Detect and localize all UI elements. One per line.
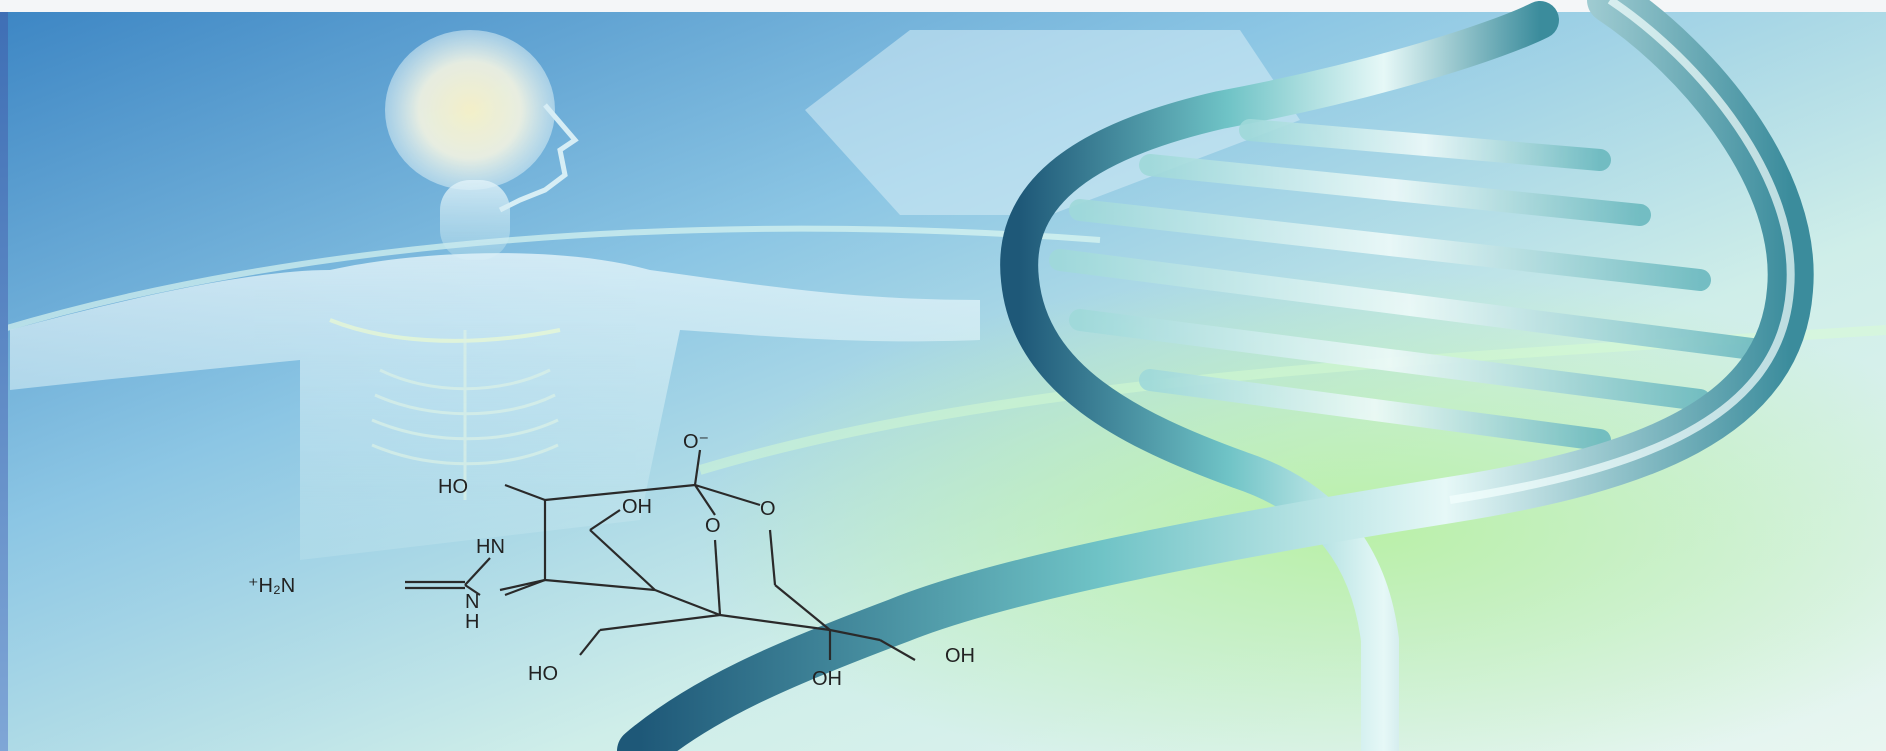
label-ho-top: HO — [438, 476, 468, 498]
label-hn: HN — [476, 536, 505, 558]
torso-and-arms — [10, 253, 980, 560]
label-oh-mid: OH — [622, 496, 652, 518]
light-streak-1 — [0, 225, 1101, 333]
face-profile — [498, 103, 579, 213]
label-h2n-plus: ⁺H₂N — [248, 575, 295, 597]
human-figure — [10, 30, 980, 560]
label-o-minus: O⁻ — [683, 431, 709, 453]
dna-helix — [617, 0, 1814, 751]
label-o-ring2: O — [760, 498, 776, 520]
neck — [440, 180, 510, 260]
label-o-ring1: O — [705, 515, 721, 537]
molecule-structure — [405, 449, 916, 661]
left-edge-bar — [0, 12, 8, 751]
light-diamond — [805, 30, 1300, 215]
head — [385, 30, 555, 190]
label-n: N — [465, 591, 479, 613]
top-strip — [0, 0, 1886, 12]
label-oh-bottom: OH — [812, 668, 842, 690]
label-h: H — [465, 611, 479, 633]
shoulder-line — [329, 318, 561, 343]
label-ho-bottom: HO — [528, 663, 558, 685]
helix-rungs — [1049, 119, 1771, 451]
helix-highlight — [1449, 0, 1795, 504]
label-oh-right: OH — [945, 645, 975, 667]
molecule-labels: O⁻ HO OH O O HN ⁺H₂N N H HO OH OH — [248, 431, 975, 690]
ribcage — [371, 330, 559, 500]
